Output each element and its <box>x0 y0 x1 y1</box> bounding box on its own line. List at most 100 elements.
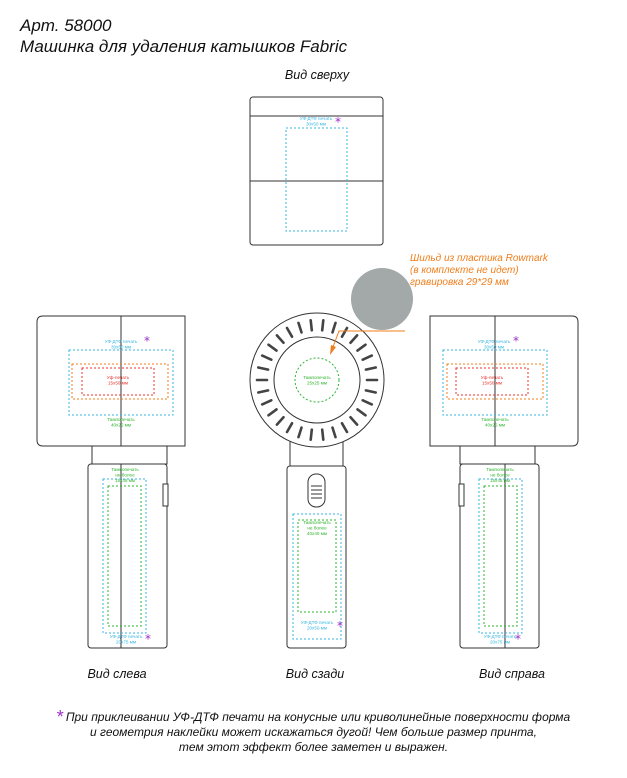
left-pad-label: 40x25 мм <box>111 423 131 428</box>
right-uv-zone <box>442 349 548 416</box>
back-star-icon: * <box>337 619 343 633</box>
right-star-icon: * <box>513 334 519 348</box>
back-handle-uv-label: 20x50 мм <box>307 626 327 631</box>
top-view-label: Вид сверху <box>284 68 350 82</box>
vent-slot <box>356 343 367 352</box>
top-view-drawing <box>249 96 384 246</box>
plate-note-line1: Шильд из пластика Rowmark <box>410 253 548 264</box>
back-handle-uv-zone <box>292 513 342 640</box>
back-handle-uv-label: УФ-ДТФ печать <box>301 620 334 625</box>
vent-slot <box>275 415 285 426</box>
footnote-line1: При приклеивании УФ-ДТФ печати на конусн… <box>65 710 571 724</box>
vent-slot <box>320 318 325 332</box>
vent-slot <box>356 408 367 417</box>
back-handle-pad-label: не более <box>307 526 327 531</box>
vent-slot <box>297 321 303 334</box>
left-pad-label: Тампопечать <box>107 417 135 422</box>
right-uv-label: 30x50 мм <box>484 345 504 350</box>
left-uv-label: 30x50 мм <box>111 345 131 350</box>
left-uv-zone <box>68 349 174 416</box>
right-uvprint-label: 15x50 мм <box>482 381 502 386</box>
right-pad-label: Тампопечать <box>481 417 509 422</box>
top-uv-label: 30x50 мм <box>306 122 326 127</box>
vent-slots <box>255 318 379 442</box>
right-view-drawing <box>429 315 579 649</box>
right-handle-pad-zone <box>483 485 518 627</box>
vent-slot <box>285 421 294 434</box>
left-handle-pad-label: не более <box>115 473 135 478</box>
back-handle-pad-zone <box>297 519 337 613</box>
left-view-drawing <box>36 315 186 649</box>
top-uv-zone <box>285 127 348 232</box>
vent-slot <box>256 389 270 394</box>
footnote-line3: тем этот эффект более заметен и выражен. <box>178 740 449 754</box>
left-handle-uv-label: УФ-ДТФ печать <box>110 634 143 639</box>
footnote-line2: и геометрия наклейки может искажаться ду… <box>90 725 537 739</box>
vent-slot <box>364 389 378 394</box>
vent-slot <box>364 366 378 371</box>
top-view-outline <box>249 96 384 246</box>
left-uvprint-label: 15x50 мм <box>108 381 128 386</box>
vent-slot <box>256 366 270 371</box>
plate-note-line2: (в комплекте не идет) <box>410 265 519 276</box>
right-uv-label: УФ-ДТФ печать <box>478 339 511 344</box>
top-uv-label: УФ-ДТФ печать <box>300 116 333 121</box>
vent-slot <box>260 354 273 362</box>
right-handle-pad-label: Тампопечать <box>486 467 514 472</box>
vent-slot <box>340 421 349 434</box>
back-circle-pad-label: Тампопечать <box>303 375 331 380</box>
right-uvprint-zone <box>455 367 529 396</box>
right-handle-uv-label: УФ-ДТФ печать <box>484 634 517 639</box>
right-handle-pad-label: не более <box>490 473 510 478</box>
back-view-label: Вид сзади <box>285 667 345 681</box>
rowmark-plate <box>351 268 413 330</box>
vent-slot <box>275 334 285 345</box>
product-title: Машинка для удаления катышков Fabric <box>20 37 348 56</box>
vent-slot <box>267 343 278 352</box>
back-dial-outer <box>249 312 385 448</box>
right-view-label: Вид справа <box>479 667 545 681</box>
vent-slot <box>297 426 303 439</box>
plate-note-line3: гравировка 29*29 мм <box>410 277 509 288</box>
back-circle-pad-label: 25x25 мм <box>307 381 327 386</box>
vent-slot <box>349 415 359 426</box>
left-handle-star-icon: * <box>145 632 151 646</box>
left-handle-pad-label: Тампопечать <box>111 467 139 472</box>
left-handle-pad-zone <box>107 485 142 627</box>
back-handle-pad-label: 40x40 мм <box>307 531 327 536</box>
back-circle-pad-zone <box>294 357 340 403</box>
vent-slot <box>309 318 314 332</box>
article-number: Арт. 58000 <box>20 16 112 35</box>
left-uvprint-label: Уф-печать <box>107 375 130 380</box>
plate-leader-line <box>332 330 405 348</box>
vent-slot <box>361 354 374 362</box>
vent-slot <box>260 398 273 406</box>
left-uv-label: УФ-ДТФ печать <box>105 339 138 344</box>
back-handle-pad-label: Тампопечать <box>303 520 331 525</box>
top-star-icon: * <box>335 115 341 129</box>
vent-slot <box>285 326 294 339</box>
footnote-star-icon: * <box>56 707 64 727</box>
right-handle-star-icon: * <box>515 632 521 646</box>
footnote: *При приклеивании УФ-ДТФ печати на конус… <box>0 707 627 755</box>
right-pad-label: 40x25 мм <box>485 423 505 428</box>
vent-slot <box>320 428 325 442</box>
right-handle-pad-label: 15x45 мм <box>490 478 510 483</box>
left-star-icon: * <box>144 334 150 348</box>
left-handle-uv-label: 20x75 мм <box>116 640 136 645</box>
vent-slot <box>309 428 314 442</box>
vent-slot <box>349 334 359 345</box>
left-handle-pad-label: 15x45 мм <box>115 478 135 483</box>
vent-slot <box>340 326 349 339</box>
back-view-drawing <box>249 312 385 649</box>
plate-arrow <box>330 345 336 355</box>
vent-slot <box>331 321 337 334</box>
vent-slot <box>361 398 374 406</box>
left-handle-uv-zone <box>102 478 147 634</box>
plate-note: Шильд из пластика Rowmark (в комплекте н… <box>410 253 548 289</box>
vent-slot <box>267 408 278 417</box>
left-view-label: Вид слева <box>87 667 147 681</box>
right-handle-uv-zone <box>478 478 523 634</box>
vent-slot <box>331 426 337 439</box>
